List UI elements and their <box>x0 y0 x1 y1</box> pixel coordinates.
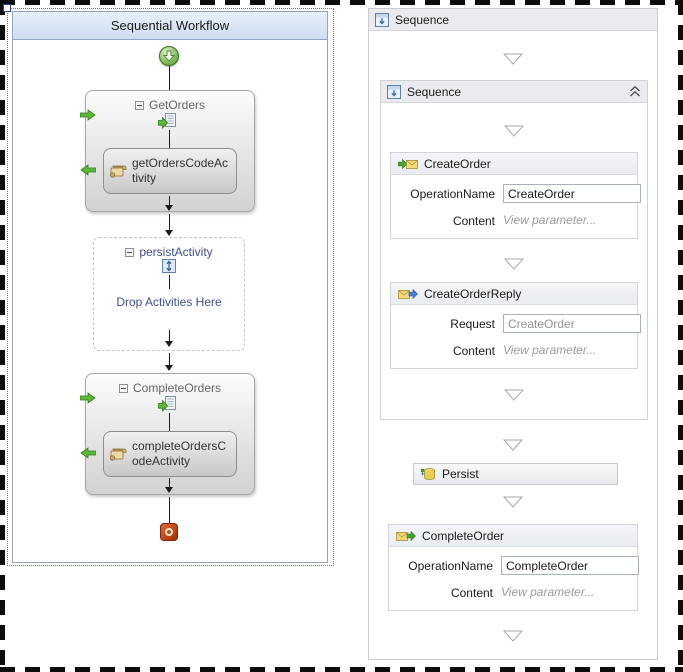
sequence-icon <box>375 12 389 27</box>
connector-line <box>169 66 170 90</box>
down-arrow-glyph <box>163 50 175 62</box>
workflow-selection-outline <box>7 8 334 566</box>
collapse-toggle-icon[interactable] <box>118 383 128 393</box>
complete-envelope-icon <box>396 530 416 542</box>
sequence-root-title: Sequence <box>395 12 450 27</box>
activity-completeorderscodeactivity[interactable]: completeOrdersCodeActivity <box>103 431 237 477</box>
drop-target-triangle[interactable] <box>502 52 524 70</box>
flow-arrow-right-icon <box>80 392 96 404</box>
start-icon <box>159 46 179 66</box>
connector-arrowhead <box>165 487 173 493</box>
drop-target-triangle[interactable] <box>503 388 525 406</box>
screenshot-dash-border-left <box>0 0 5 672</box>
activity-title: CreateOrder <box>424 156 491 171</box>
connector-line <box>169 353 170 365</box>
connector-line <box>169 196 170 205</box>
persist-database-icon <box>420 467 436 481</box>
view-parameter-link[interactable]: View parameter... <box>501 585 595 599</box>
code-scroll-icon <box>109 164 127 178</box>
activity-title: persistActivity <box>139 245 213 259</box>
connector-arrowhead <box>165 230 173 236</box>
connector-line <box>169 413 170 431</box>
createorder-header[interactable]: CreateOrder <box>391 153 637 175</box>
connector-line <box>169 497 170 523</box>
screenshot-dash-border-top <box>0 0 683 5</box>
operationname-label: OperationName <box>408 558 493 573</box>
createorderreply-header[interactable]: CreateOrderReply <box>391 283 637 305</box>
flow-arrow-left-icon <box>80 164 96 176</box>
activity-createorderreply[interactable]: CreateOrderReply Request Content View pa… <box>390 282 641 369</box>
connector-line <box>169 214 170 230</box>
drop-target-triangle[interactable] <box>502 438 524 456</box>
activity-completeorder[interactable]: CompleteOrder OperationName Content View… <box>388 524 639 611</box>
sequence-move-icon <box>162 259 176 273</box>
operationname-input[interactable] <box>501 556 639 575</box>
screenshot-dash-border-right <box>678 0 683 672</box>
collapse-toggle-icon[interactable] <box>134 100 144 110</box>
connector-arrowhead <box>165 341 173 347</box>
receive-envelope-icon <box>398 158 418 170</box>
activity-title: CreateOrderReply <box>424 286 522 301</box>
request-input[interactable] <box>503 314 641 333</box>
sequence-inner-title: Sequence <box>407 84 462 99</box>
activity-title: Persist <box>442 467 479 481</box>
drop-target-triangle[interactable] <box>502 495 524 513</box>
view-parameter-link[interactable]: View parameter... <box>503 343 597 357</box>
send-reply-envelope-icon <box>398 288 418 300</box>
flow-arrow-left-icon <box>80 447 96 459</box>
activity-createorder[interactable]: CreateOrder OperationName Content View p… <box>390 152 641 239</box>
activity-title: CompleteOrder <box>422 528 505 543</box>
content-label: Content <box>450 585 493 600</box>
operationname-label: OperationName <box>410 186 495 201</box>
end-icon <box>160 523 178 541</box>
connector-line <box>169 330 170 341</box>
content-label: Content <box>452 343 495 358</box>
sequence-root-header[interactable]: Sequence <box>369 9 657 31</box>
collapse-toggle-icon[interactable] <box>125 247 135 257</box>
receive-document-icon <box>158 396 176 412</box>
connector-arrowhead <box>165 205 173 211</box>
drop-target-triangle[interactable] <box>503 257 525 275</box>
screenshot-dash-border-bottom <box>0 667 683 672</box>
code-activity-label: completeOrdersCodeActivity <box>132 439 227 468</box>
completeorder-header[interactable]: CompleteOrder <box>389 525 637 547</box>
sequence-inner-header[interactable]: Sequence <box>381 81 647 103</box>
operationname-input[interactable] <box>503 184 641 203</box>
drop-activities-hint: Drop Activities Here <box>116 295 222 309</box>
view-parameter-link[interactable]: View parameter... <box>503 213 597 227</box>
code-activity-label: getOrdersCodeActivity <box>132 156 229 185</box>
selection-handle[interactable] <box>3 4 11 12</box>
flow-arrow-right-icon <box>80 109 96 121</box>
drop-target-triangle[interactable] <box>503 124 525 142</box>
content-label: Content <box>452 213 495 228</box>
collapse-chevron-icon[interactable] <box>629 86 641 97</box>
connector-line <box>169 130 170 148</box>
receive-document-icon <box>158 113 176 129</box>
workflow-title: Sequential Workflow <box>110 18 230 33</box>
request-label: Request <box>450 316 495 331</box>
drop-target-triangle[interactable] <box>502 629 524 647</box>
activity-title: CompleteOrders <box>132 381 222 395</box>
sequence-icon <box>387 84 401 99</box>
connector-line <box>169 275 170 289</box>
activity-getorderscodeactivity[interactable]: getOrdersCodeActivity <box>103 148 237 194</box>
connector-line <box>169 478 170 487</box>
end-ring-glyph <box>165 528 173 536</box>
workflow-title-bar[interactable]: Sequential Workflow <box>13 12 327 40</box>
connector-arrowhead <box>165 365 173 371</box>
activity-title: GetOrders <box>148 98 205 112</box>
activity-persist[interactable]: Persist <box>413 463 618 485</box>
code-scroll-icon <box>109 447 127 461</box>
